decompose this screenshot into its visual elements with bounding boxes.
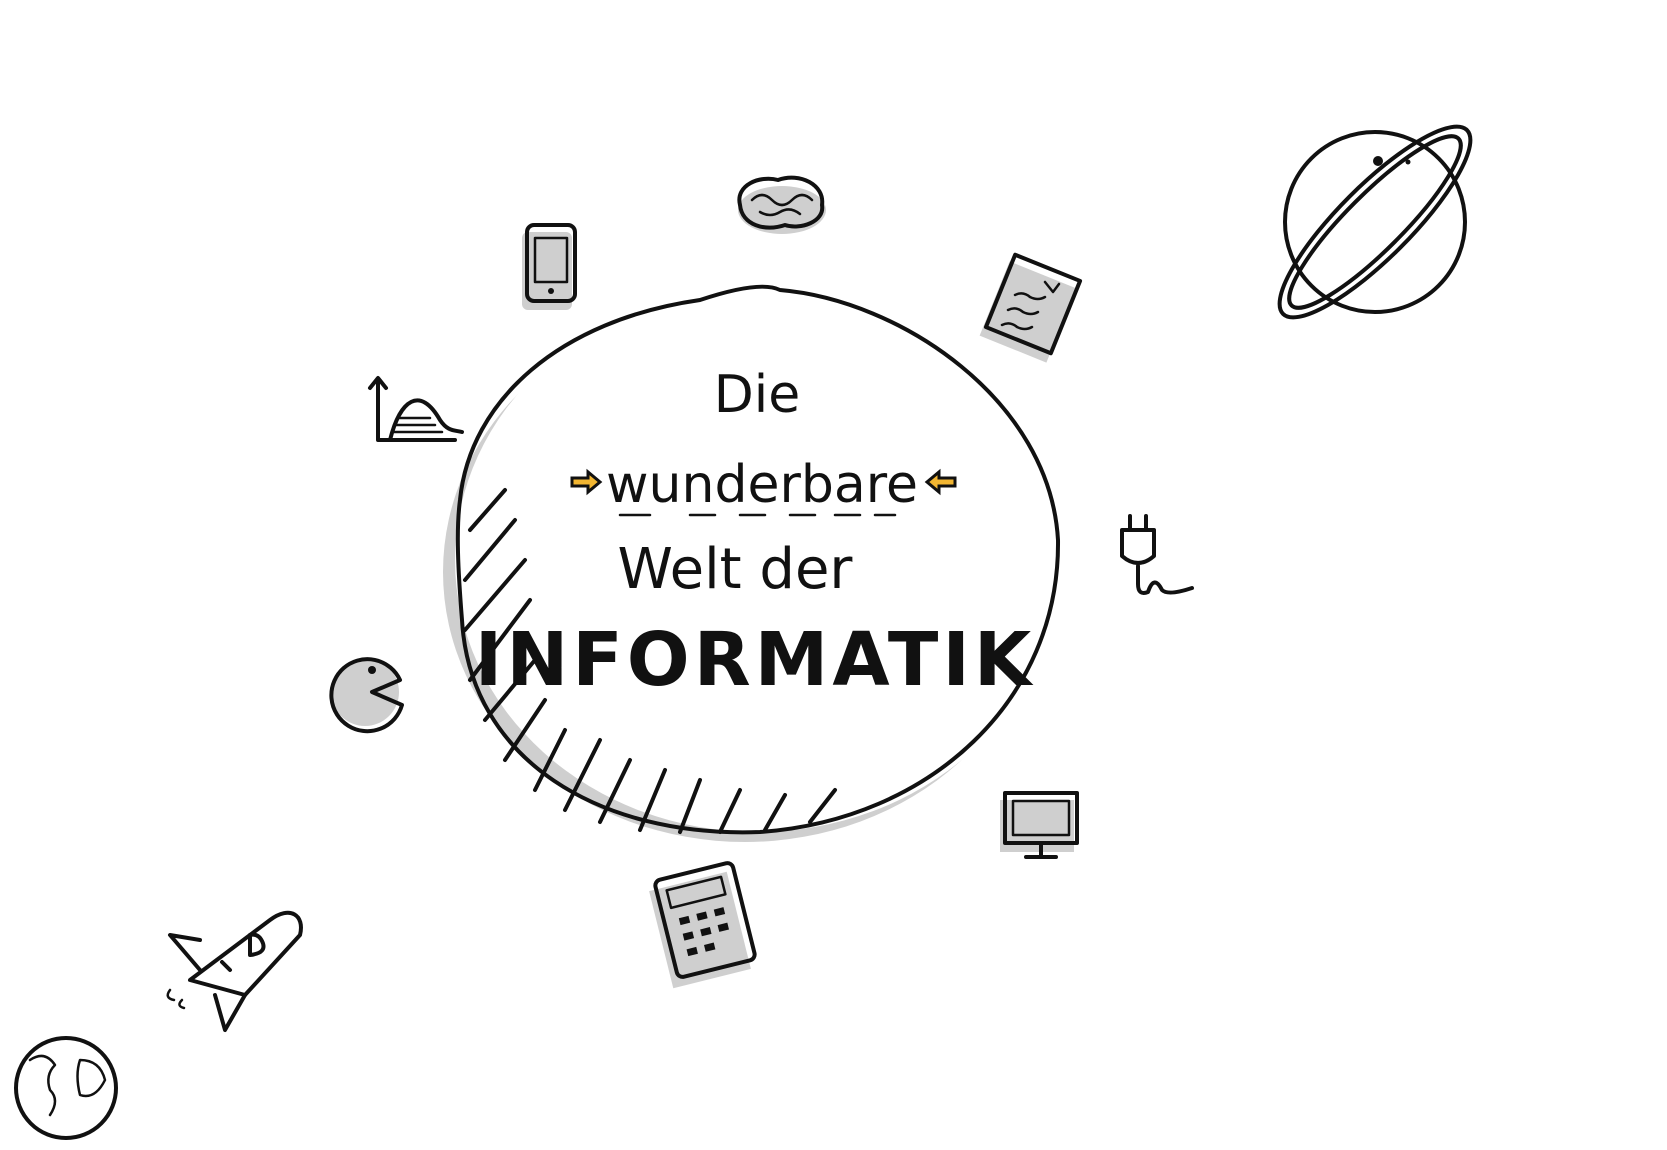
earth-icon xyxy=(14,1036,118,1140)
chart-icon xyxy=(368,376,464,442)
pacman-icon xyxy=(329,657,404,734)
saturn-icon xyxy=(1277,124,1473,320)
monitor-icon xyxy=(1000,791,1079,859)
plug-icon xyxy=(1120,514,1194,595)
brain-icon xyxy=(737,175,826,234)
central-planet xyxy=(443,284,1061,842)
right-arrow-icon xyxy=(924,468,957,496)
document-icon xyxy=(979,252,1083,363)
calculator-icon xyxy=(649,861,757,989)
planet-hatching xyxy=(463,488,837,834)
rocket-icon xyxy=(166,910,303,1032)
smartphone-icon xyxy=(522,223,577,310)
title-line-welt-der: Welt der xyxy=(618,537,854,602)
left-arrow-icon xyxy=(570,468,603,496)
title-line-die: Die xyxy=(714,365,800,425)
title-line-wunderbare: wunderbare xyxy=(606,455,918,515)
title-line-informatik: INFORMATIK xyxy=(475,617,1035,703)
